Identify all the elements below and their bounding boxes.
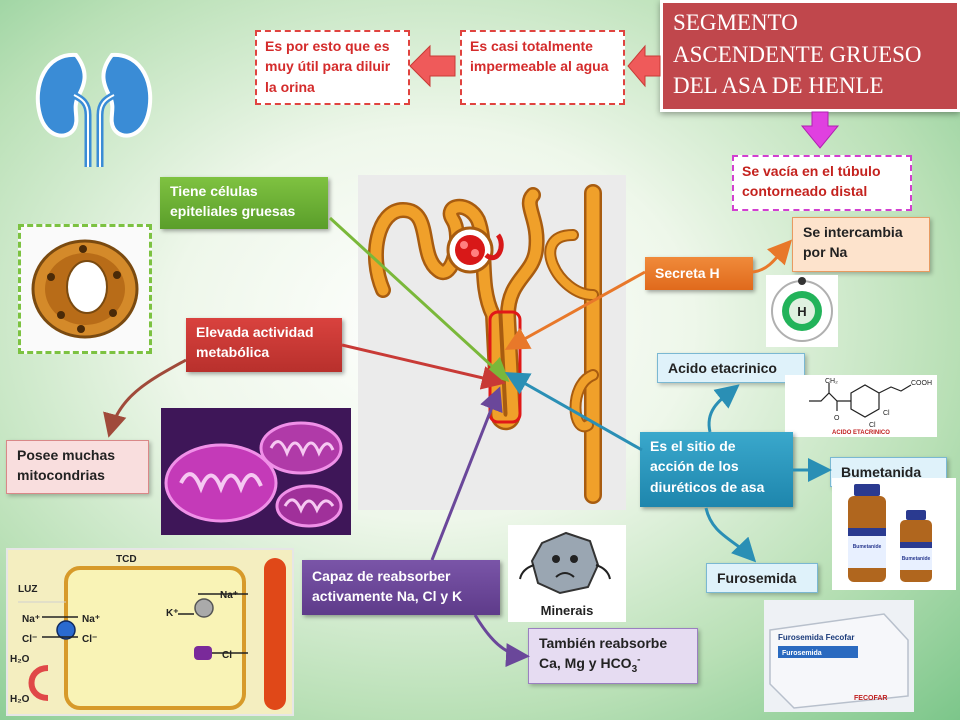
distal-tubule-note: Se vacía en el túbulo contorneado distal (732, 155, 912, 211)
furo-maker-text: FECOFAR (854, 695, 887, 702)
drug-furosemida: Furosemida (706, 563, 818, 593)
acid-cl-text-2: Cl (883, 410, 890, 417)
nephron-image (358, 175, 626, 510)
tubule-cross-section-image (18, 224, 152, 354)
na-label-cell: Na⁺ (82, 614, 100, 625)
loop-diuretics-site-box: Es el sitio de acción de los diuréticos … (640, 432, 793, 507)
also-reabsorbs-subscript: 3 (631, 664, 638, 676)
drug-acido-etacrinico: Acido etacrinico (657, 353, 805, 383)
mitochondria-box: Posee muchas mitocondrias (6, 440, 149, 494)
furo-name-text: Furosemida (782, 650, 822, 657)
metabolic-activity-box: Elevada actividad metabólica (186, 318, 342, 372)
tcd-label: TCD (116, 554, 137, 565)
page-title: SEGMENTO ASCENDENTE GRUESO DEL ASA DE HE… (660, 0, 960, 112)
dilute-urine-note: Es por esto que es muy útil para diluir … (255, 30, 410, 105)
acid-cooh-text: COOH (911, 380, 932, 387)
na-label-lumen: Na⁺ (22, 614, 40, 625)
minerals-cartoon-image: Minerais (508, 525, 626, 622)
acid-ch2-text: CH₂ (825, 378, 838, 385)
hydrogen-atom-image: H (766, 275, 838, 347)
luz-label: LUZ (18, 584, 37, 595)
h2o-label-top: H₂O (10, 654, 30, 665)
furo-brand-text: Furosemida Fecofar (778, 633, 854, 642)
bumet-vial-text-1: Bumetanide (853, 544, 882, 550)
h2o-label-bottom: H₂O (10, 694, 30, 705)
mitochondria-image (161, 408, 351, 535)
also-reabsorbs-superscript: - (637, 654, 641, 666)
acid-o-text: O (834, 415, 840, 422)
hydrogen-symbol: H (797, 304, 806, 319)
thick-epithelial-cells-box: Tiene células epiteliales gruesas (160, 177, 328, 229)
transport-diagram: TCD LUZ Na⁺ Cl⁻ Na⁺ Cl⁻ K⁺ Na⁺ Cl⁻ H₂O H… (6, 548, 294, 716)
acid-cl-text-1: Cl (869, 422, 876, 429)
kidney-icon (28, 45, 160, 170)
active-reabsorption-box: Capaz de reabsorber activamente Na, Cl y… (302, 560, 500, 615)
na-label-blood: Na⁺ (220, 590, 238, 601)
cl-label-blood: Cl⁻ (222, 650, 237, 661)
cl-label-lumen: Cl⁻ (22, 634, 37, 645)
bumetanide-vials-image: Bumetanide Bumetanide (832, 478, 956, 590)
also-reabsorbs-text: También reabsorbe Ca, Mg y HCO (539, 635, 668, 672)
furosemida-package-image: Furosemida Fecofar Furosemida FECOFAR (764, 600, 914, 712)
also-reabsorbs-box: También reabsorbe Ca, Mg y HCO3- (528, 628, 698, 684)
bumet-vial-text-2: Bumetanide (902, 556, 931, 562)
exchange-na-box: Se intercambia por Na (792, 217, 930, 272)
minerals-label: Minerais (541, 603, 594, 618)
impermeable-note: Es casi totalmente impermeable al agua (460, 30, 625, 105)
k-label: K⁺ (166, 608, 179, 619)
secretes-h-box: Secreta H (645, 257, 753, 290)
ethacrynic-acid-structure: CH₂ O Cl Cl COOH ACIDO ETACRINICO (785, 375, 937, 437)
cl-label-cell: Cl⁻ (82, 634, 97, 645)
acid-label: ACIDO ETACRINICO (832, 430, 890, 436)
